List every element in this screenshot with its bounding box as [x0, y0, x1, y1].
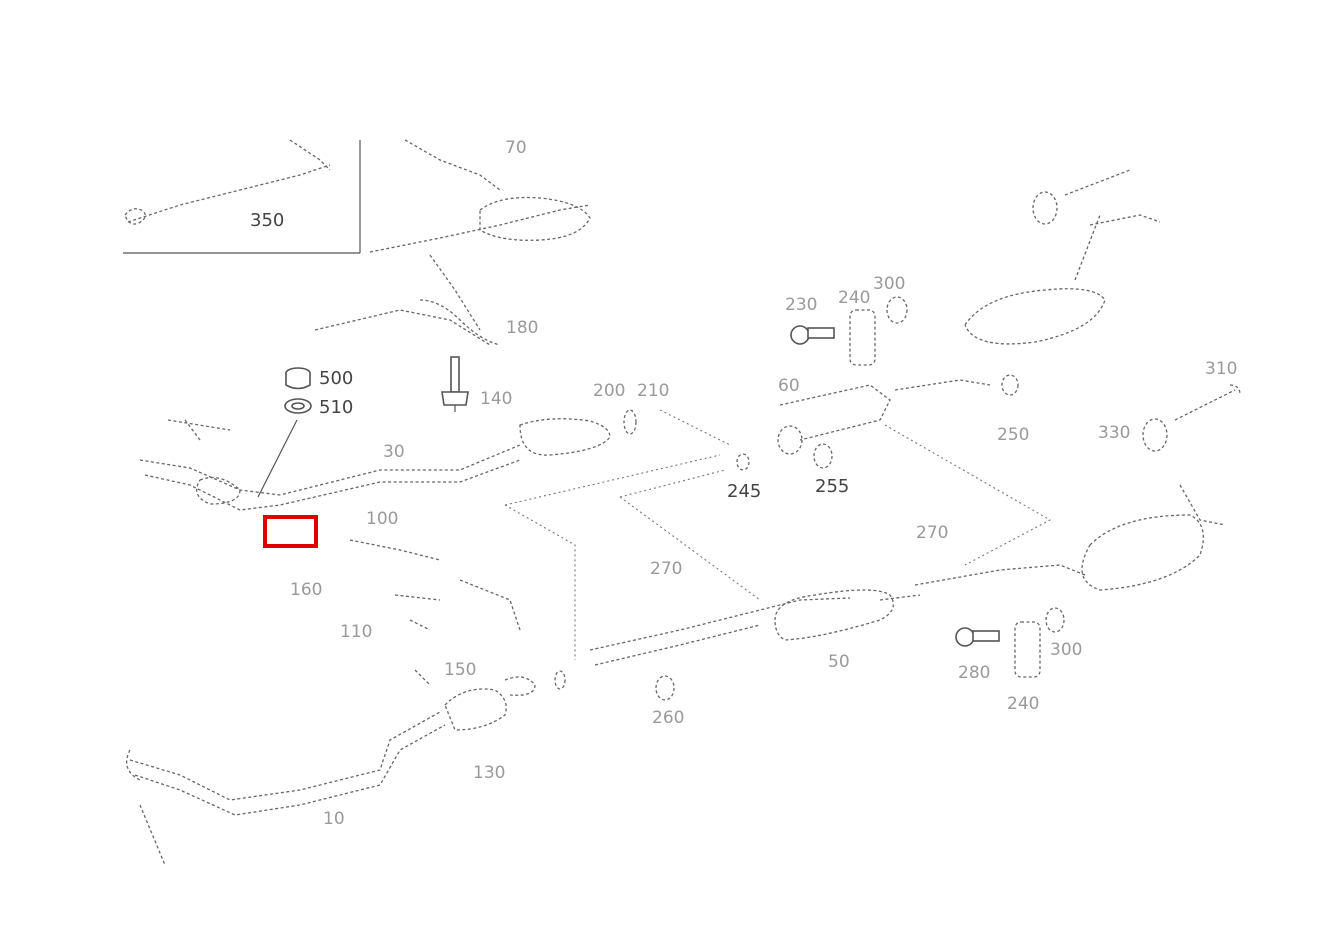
cap-and-washer	[257, 367, 312, 498]
callout-110: 110	[340, 622, 372, 642]
callout-230: 230	[785, 295, 817, 315]
callout-245: 245	[727, 481, 761, 502]
hanger-240-lower	[1014, 607, 1065, 678]
callout-160: 160	[290, 580, 322, 600]
hanger-240-upper	[849, 296, 908, 366]
callout-30: 30	[383, 442, 405, 462]
highlight-box[interactable]	[263, 515, 318, 548]
callout-210: 210	[637, 381, 669, 401]
lower-front-pipe	[126, 539, 536, 866]
callout-140: 140	[480, 389, 512, 409]
callout-10: 10	[323, 809, 345, 829]
callout-310: 310	[1205, 359, 1237, 379]
bolt-280	[955, 627, 1000, 647]
callout-260: 260	[652, 708, 684, 728]
callout-130: 130	[473, 763, 505, 783]
front-pipe-upper	[314, 139, 591, 346]
callout-330: 330	[1098, 423, 1130, 443]
center-muffler	[589, 589, 921, 666]
callout-500: 500	[319, 368, 353, 389]
callout-280: 280	[958, 663, 990, 683]
mid-pipe	[139, 418, 611, 511]
inset-panel: 350	[123, 139, 361, 254]
small-fasteners	[554, 374, 1019, 701]
callout-200: 200	[593, 381, 625, 401]
callout-100: 100	[366, 509, 398, 529]
callout-150: 150	[444, 660, 476, 680]
callout-510: 510	[319, 397, 353, 418]
callout-300-lower: 300	[1050, 640, 1082, 660]
callout-250: 250	[997, 425, 1029, 445]
bolt-230	[790, 325, 835, 345]
callout-70: 70	[505, 138, 527, 158]
callout-270-center: 270	[650, 559, 682, 579]
callout-60: 60	[778, 376, 800, 396]
callout-255: 255	[815, 476, 849, 497]
callout-270-right: 270	[916, 523, 948, 543]
leader-lines	[504, 409, 1052, 660]
rear-pipe	[779, 169, 1241, 591]
callout-50: 50	[828, 652, 850, 672]
callout-180: 180	[506, 318, 538, 338]
bolt-part	[441, 356, 469, 412]
callout-300-upper: 300	[873, 274, 905, 294]
callout-labels: 500 510 245 255 30 60 180 140 270 270 10…	[290, 138, 1237, 829]
callout-240-lower: 240	[1007, 694, 1039, 714]
inset-label: 350	[250, 210, 284, 231]
callout-240-upper: 240	[838, 288, 870, 308]
